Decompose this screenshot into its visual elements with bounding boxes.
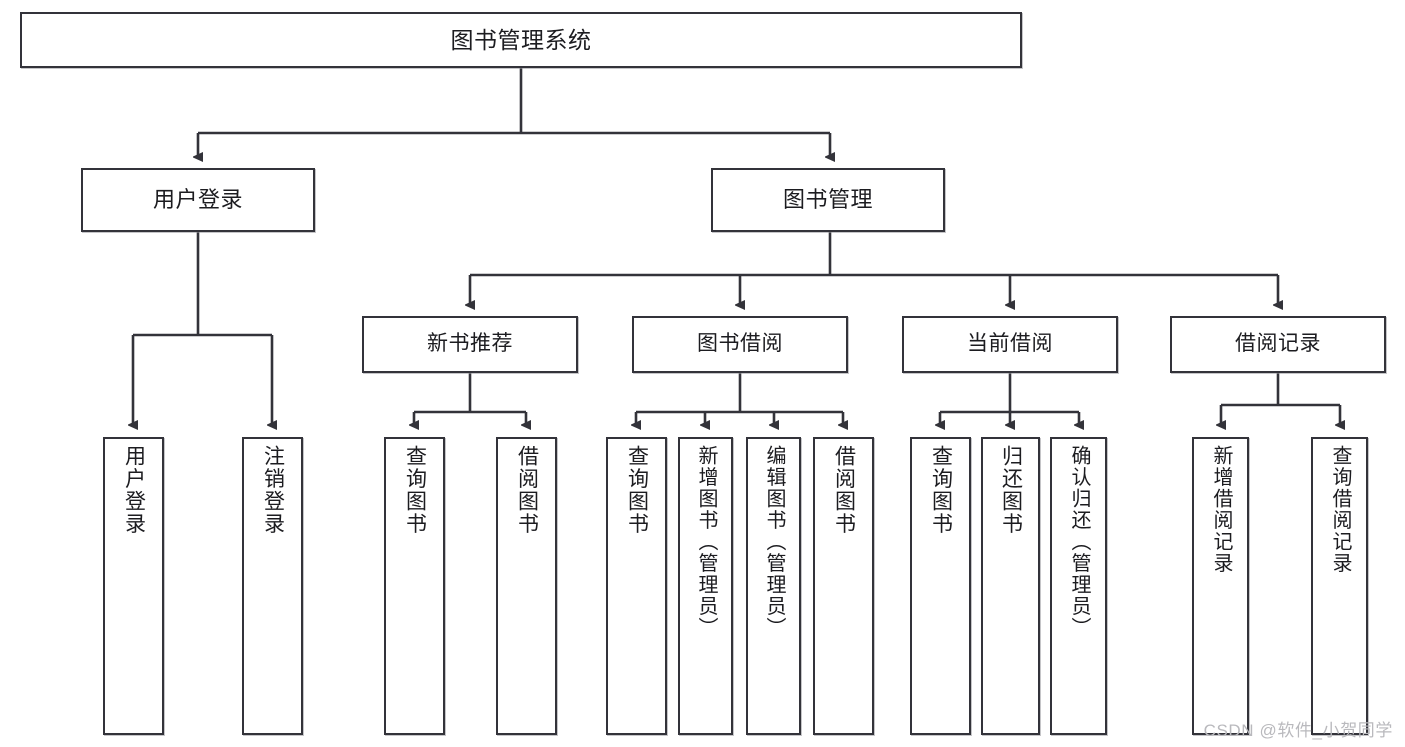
node-label: 用户登录 xyxy=(122,445,146,535)
node-label: 注销登录 xyxy=(261,445,285,535)
leaf-add-borrow-record[interactable]: 新增借阅记录 xyxy=(1192,437,1249,735)
leaf-borrow-book-recommend[interactable]: 借阅图书 xyxy=(496,437,557,735)
node-root-system[interactable]: 图书管理系统 xyxy=(20,12,1022,68)
leaf-query-book-current[interactable]: 查询图书 xyxy=(910,437,971,735)
node-new-book-recommend[interactable]: 新书推荐 xyxy=(362,316,578,373)
leaf-query-borrow-record[interactable]: 查询借阅记录 xyxy=(1311,437,1368,735)
node-borrow-record[interactable]: 借阅记录 xyxy=(1170,316,1386,373)
node-label: 查询借阅记录 xyxy=(1329,445,1351,574)
node-current-borrow[interactable]: 当前借阅 xyxy=(902,316,1118,373)
node-label: 新增借阅记录 xyxy=(1210,445,1232,574)
node-label: 编辑图书（管理员） xyxy=(763,445,785,639)
node-label: 借阅图书 xyxy=(515,445,539,535)
leaf-return-book[interactable]: 归还图书 xyxy=(981,437,1040,735)
leaf-add-book-admin[interactable]: 新增图书（管理员） xyxy=(678,437,733,735)
node-label: 新增图书（管理员） xyxy=(695,445,717,639)
leaf-user-login[interactable]: 用户登录 xyxy=(103,437,164,735)
node-label: 借阅图书 xyxy=(832,445,856,535)
leaf-confirm-return-admin[interactable]: 确认归还（管理员） xyxy=(1050,437,1107,735)
leaf-borrow-book[interactable]: 借阅图书 xyxy=(813,437,874,735)
leaf-edit-book-admin[interactable]: 编辑图书（管理员） xyxy=(746,437,801,735)
node-label: 查询图书 xyxy=(403,445,427,535)
node-label: 图书借阅 xyxy=(697,332,783,356)
node-label: 当前借阅 xyxy=(967,332,1053,356)
csdn-watermark: CSDN @软件_小贺同学 xyxy=(1203,721,1393,740)
node-label: 图书管理系统 xyxy=(450,26,592,53)
node-label: 查询图书 xyxy=(929,445,953,535)
leaf-logout-login[interactable]: 注销登录 xyxy=(242,437,303,735)
node-label: 新书推荐 xyxy=(427,332,513,356)
node-label: 借阅记录 xyxy=(1235,332,1321,356)
node-label: 查询图书 xyxy=(625,445,649,535)
leaf-query-book-recommend[interactable]: 查询图书 xyxy=(384,437,445,735)
node-book-management[interactable]: 图书管理 xyxy=(711,168,945,232)
node-label: 确认归还（管理员） xyxy=(1068,445,1090,639)
leaf-query-book-borrow[interactable]: 查询图书 xyxy=(606,437,667,735)
node-book-borrow[interactable]: 图书借阅 xyxy=(632,316,848,373)
node-label: 用户登录 xyxy=(152,187,243,213)
node-label: 图书管理 xyxy=(782,187,873,213)
node-user-login[interactable]: 用户登录 xyxy=(81,168,315,232)
node-label: 归还图书 xyxy=(999,445,1023,535)
